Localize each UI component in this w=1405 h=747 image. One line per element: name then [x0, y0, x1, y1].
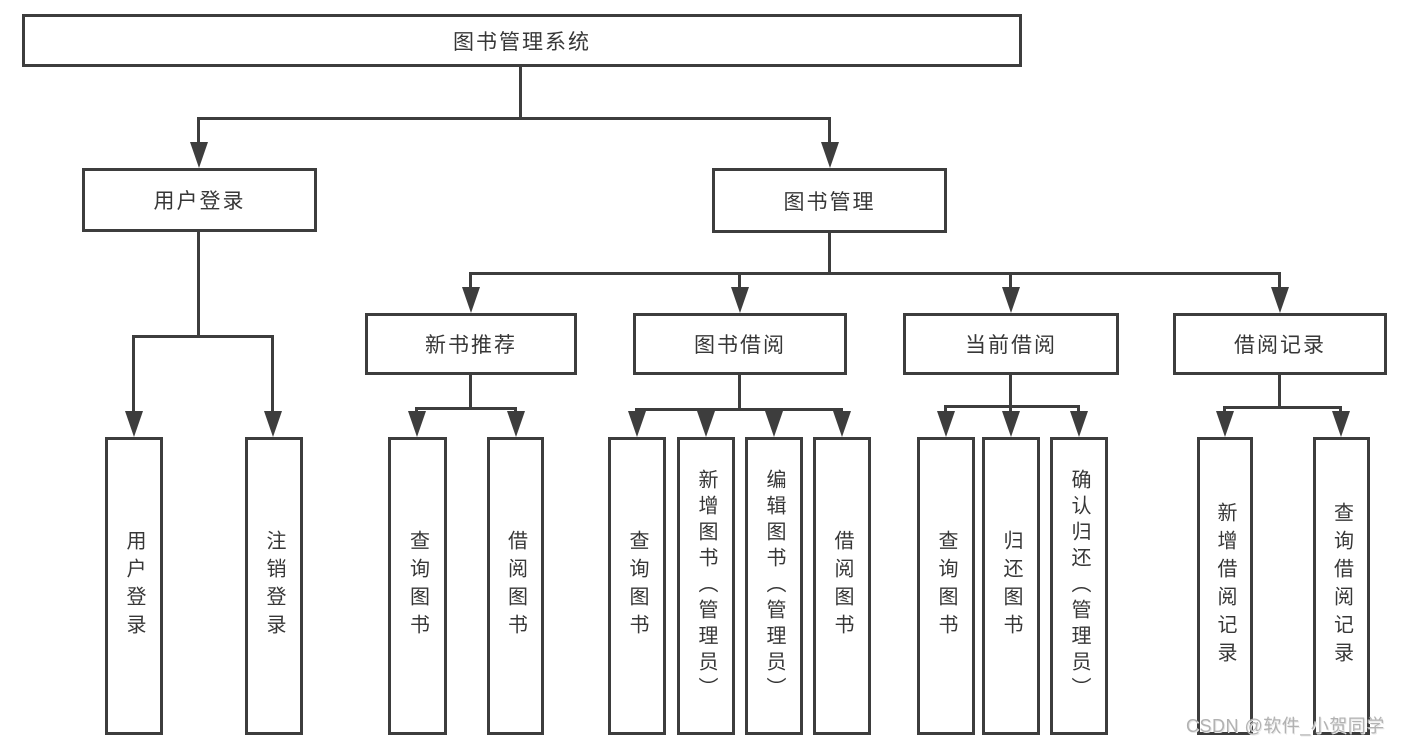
connector-line — [469, 272, 472, 292]
connector-line — [738, 375, 741, 411]
node-label: 新增图书（管理员） — [695, 469, 717, 703]
arrow-down-icon — [1271, 287, 1289, 313]
node-label: 借阅图书 — [504, 530, 527, 642]
arrow-down-icon — [1070, 411, 1088, 437]
node-leaf-query-borrow-record: 查询借阅记录 — [1313, 437, 1370, 735]
node-book-management: 图书管理 — [712, 168, 947, 233]
connector-line — [1223, 406, 1342, 409]
connector-line — [519, 67, 522, 119]
node-label: 查询图书 — [406, 530, 429, 642]
connector-line — [1278, 375, 1281, 409]
node-leaf-add-books-admin: 新增图书（管理员） — [677, 437, 735, 735]
connector-line — [469, 272, 1281, 275]
node-leaf-query-books-borrowing: 查询图书 — [608, 437, 666, 735]
node-leaf-query-books-recommend: 查询图书 — [388, 437, 447, 735]
connector-line — [132, 335, 274, 338]
node-book-borrowing: 图书借阅 — [633, 313, 847, 375]
connector-line — [197, 117, 831, 120]
connector-line — [197, 117, 200, 147]
arrow-down-icon — [1002, 411, 1020, 437]
connector-line — [828, 233, 831, 275]
node-leaf-borrow-books-recommend: 借阅图书 — [487, 437, 544, 735]
arrow-down-icon — [937, 411, 955, 437]
node-leaf-borrow-books-borrowing: 借阅图书 — [813, 437, 871, 735]
node-leaf-return-books: 归还图书 — [982, 437, 1040, 735]
node-current-borrowing: 当前借阅 — [903, 313, 1119, 375]
node-leaf-query-books-current: 查询图书 — [917, 437, 975, 735]
arrow-down-icon — [833, 411, 851, 437]
node-label: 借阅记录 — [1234, 334, 1326, 357]
node-label: 归还图书 — [1000, 530, 1022, 642]
node-label: 用户登录 — [123, 530, 145, 642]
node-label: 图书借阅 — [694, 334, 786, 357]
arrow-down-icon — [628, 411, 646, 437]
arrow-down-icon — [1332, 411, 1350, 437]
node-label: 确认归还（管理员） — [1068, 469, 1090, 703]
connector-line — [738, 272, 741, 292]
node-label: 借阅图书 — [831, 530, 853, 642]
connector-line — [828, 117, 831, 147]
arrow-down-icon — [697, 411, 715, 437]
connector-line — [1009, 272, 1012, 292]
node-label: 新增借阅记录 — [1214, 502, 1236, 670]
node-label: 查询图书 — [626, 530, 648, 642]
arrow-down-icon — [264, 411, 282, 437]
connector-line — [469, 375, 472, 410]
node-label: 新书推荐 — [425, 334, 517, 357]
node-label: 用户登录 — [153, 190, 246, 213]
connector-line — [944, 405, 1080, 408]
node-label: 当前借阅 — [965, 334, 1057, 357]
connector-line — [1009, 375, 1012, 408]
arrow-down-icon — [821, 142, 839, 168]
arrow-down-icon — [507, 411, 525, 437]
node-label: 查询借阅记录 — [1330, 502, 1353, 670]
node-label: 查询图书 — [935, 530, 957, 642]
connector-line — [197, 232, 200, 338]
node-user-login: 用户登录 — [82, 168, 317, 232]
arrow-down-icon — [125, 411, 143, 437]
node-label: 图书管理 — [783, 190, 876, 214]
node-leaf-add-borrow-record: 新增借阅记录 — [1197, 437, 1253, 735]
node-leaf-logout: 注销登录 — [245, 437, 303, 735]
csdn-watermark: CSDN @软件_小贺同学 — [1186, 716, 1385, 736]
arrow-down-icon — [731, 287, 749, 313]
arrow-down-icon — [1216, 411, 1234, 437]
connector-line — [132, 335, 135, 415]
node-borrowing-records: 借阅记录 — [1173, 313, 1387, 375]
arrow-down-icon — [408, 411, 426, 437]
connector-line — [271, 335, 274, 415]
node-leaf-confirm-return-admin: 确认归还（管理员） — [1050, 437, 1108, 735]
node-leaf-edit-books-admin: 编辑图书（管理员） — [745, 437, 803, 735]
node-label: 注销登录 — [263, 530, 285, 642]
arrow-down-icon — [1002, 287, 1020, 313]
arrow-down-icon — [765, 411, 783, 437]
connector-line — [415, 407, 517, 410]
node-new-book-recommend: 新书推荐 — [365, 313, 577, 375]
arrow-down-icon — [462, 287, 480, 313]
node-label: 图书管理系统 — [453, 30, 591, 54]
node-leaf-user-login: 用户登录 — [105, 437, 163, 735]
node-label: 编辑图书（管理员） — [763, 469, 785, 703]
connector-line — [635, 408, 843, 411]
node-root: 图书管理系统 — [22, 14, 1022, 67]
arrow-down-icon — [190, 142, 208, 168]
connector-line — [1278, 272, 1281, 292]
